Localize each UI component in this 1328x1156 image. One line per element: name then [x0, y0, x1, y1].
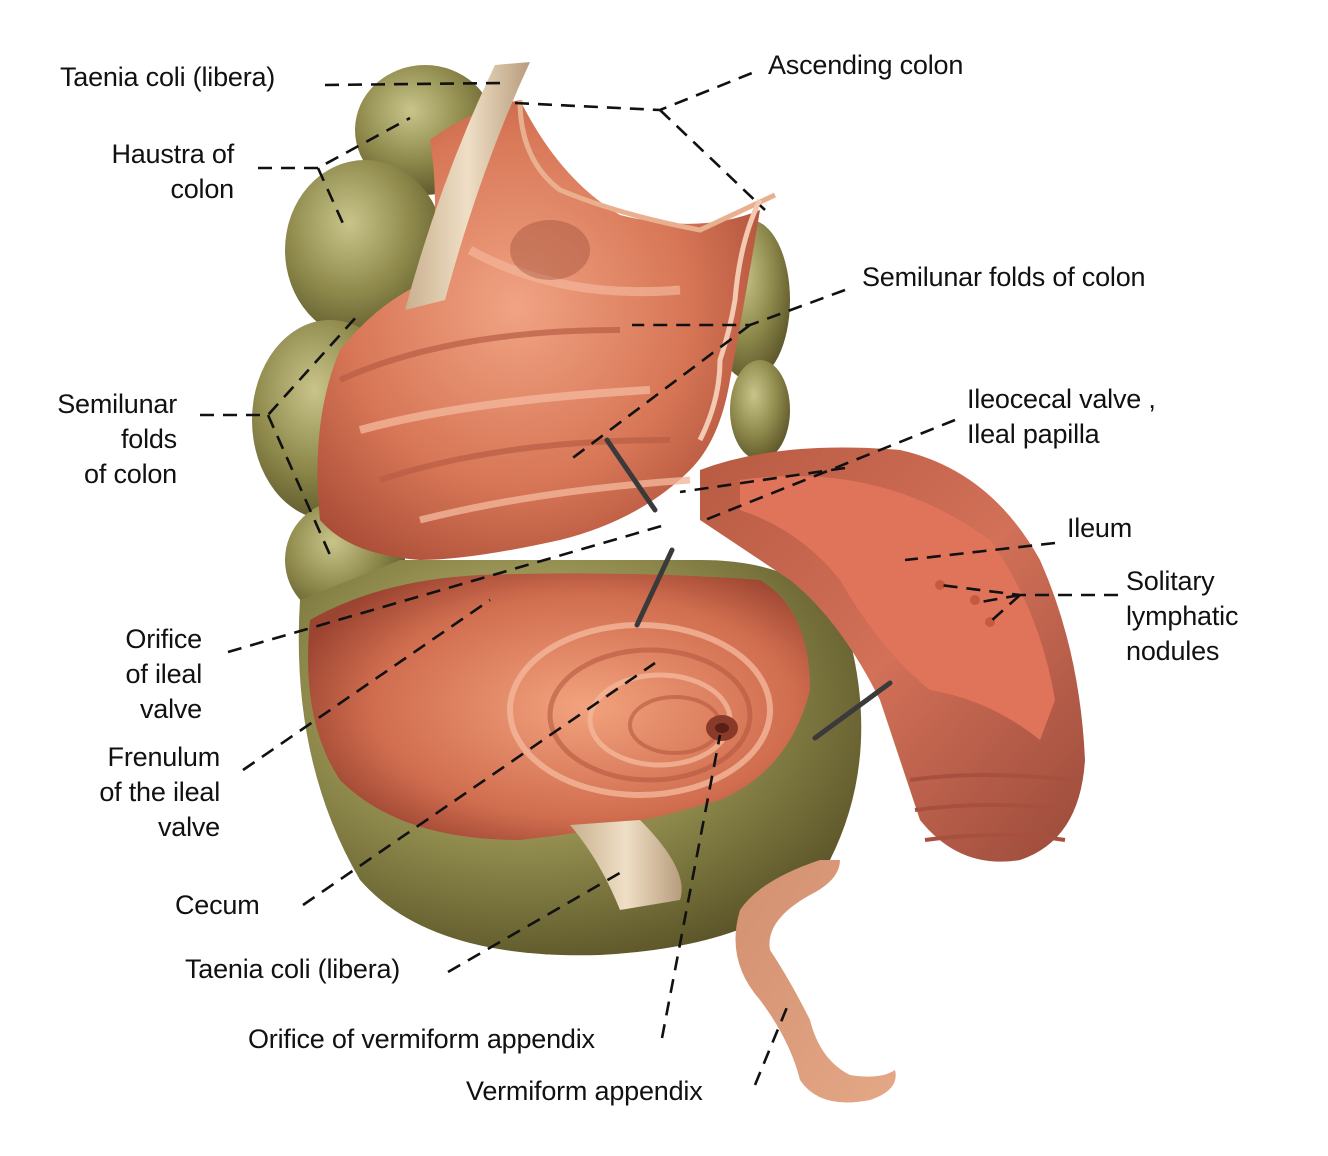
- label-taenia-coli-bottom: Taenia coli (libera): [185, 954, 401, 984]
- taenia-top-band: [405, 62, 530, 310]
- taenia-bottom-band: [570, 820, 682, 910]
- label-ascending-colon: Ascending colon: [768, 50, 964, 80]
- label-taenia-coli-top: Taenia coli (libera): [60, 62, 276, 92]
- ileum: [700, 447, 1085, 862]
- vermiform-appendix-shape: [735, 860, 896, 1103]
- label-semilunar-folds-right: Semilunar folds of colon: [862, 262, 1146, 292]
- label-vermiform-appendix: Vermiform appendix: [466, 1076, 703, 1106]
- leader-lines: [200, 71, 1118, 1086]
- label-orifice-of-appendix: Orifice of vermiform appendix: [248, 1024, 595, 1054]
- label-ileocecal-valve: Ileocecal valve ,Ileal papilla: [967, 384, 1156, 449]
- label-ileum: Ileum: [1067, 513, 1133, 543]
- label-cecum: Cecum: [175, 890, 260, 920]
- colon-mucosa: [317, 100, 760, 560]
